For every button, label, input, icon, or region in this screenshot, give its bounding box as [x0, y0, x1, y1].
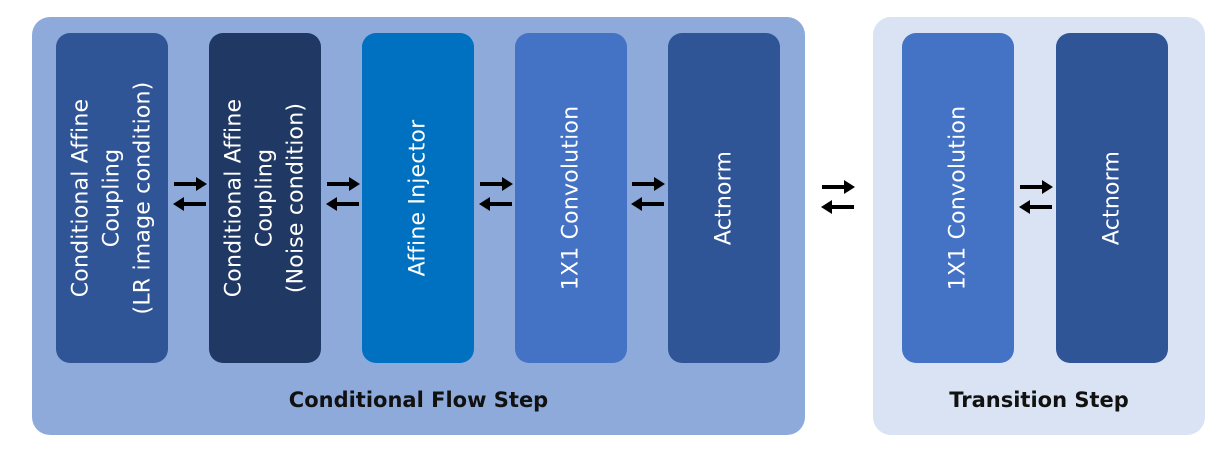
bidirectional-arrows-icon	[173, 177, 207, 211]
transition-step-title: Transition Step	[949, 388, 1129, 412]
block-label-line: Conditional Affine	[68, 98, 94, 298]
block-label: Conditional Affine Coupling (Noise condi…	[219, 99, 312, 298]
block-label-line: 1X1 Convolution	[558, 105, 584, 291]
transition-conv1x1-block: 1X1 Convolution	[902, 33, 1014, 363]
block-label-line: Affine Injector	[405, 119, 431, 277]
block-label-line: Coupling	[252, 148, 278, 248]
block-label: 1X1 Convolution	[556, 106, 587, 291]
bidirectional-arrows-icon	[631, 177, 665, 211]
conditional-affine-coupling-noise-block: Conditional Affine Coupling (Noise condi…	[209, 33, 321, 363]
bidirectional-arrows-icon	[479, 177, 513, 211]
block-label-line: Coupling	[99, 148, 125, 248]
block-label-line: Actnorm	[711, 150, 737, 246]
block-label: Actnorm	[1097, 151, 1128, 245]
transition-actnorm-block: Actnorm	[1056, 33, 1168, 363]
block-label-line: (Noise condition)	[283, 102, 309, 294]
block-label: 1X1 Convolution	[943, 106, 974, 291]
block-label-line: Conditional Affine	[221, 98, 247, 298]
conditional-affine-coupling-lr-block: Conditional Affine Coupling (LR image co…	[56, 33, 168, 363]
block-label: Actnorm	[709, 151, 740, 245]
conv1x1-block: 1X1 Convolution	[515, 33, 627, 363]
bidirectional-arrows-icon	[326, 177, 360, 211]
bidirectional-arrows-icon	[1019, 180, 1053, 214]
block-label-line: 1X1 Convolution	[945, 105, 971, 291]
block-label: Affine Injector	[403, 120, 434, 277]
conditional-flow-step-title: Conditional Flow Step	[288, 388, 549, 412]
block-label-line: Actnorm	[1099, 150, 1125, 246]
bidirectional-arrows-icon	[821, 180, 855, 214]
block-label: Conditional Affine Coupling (LR image co…	[66, 82, 159, 315]
block-label-line: (LR image condition)	[130, 81, 156, 315]
affine-injector-block: Affine Injector	[362, 33, 474, 363]
actnorm-block: Actnorm	[668, 33, 780, 363]
